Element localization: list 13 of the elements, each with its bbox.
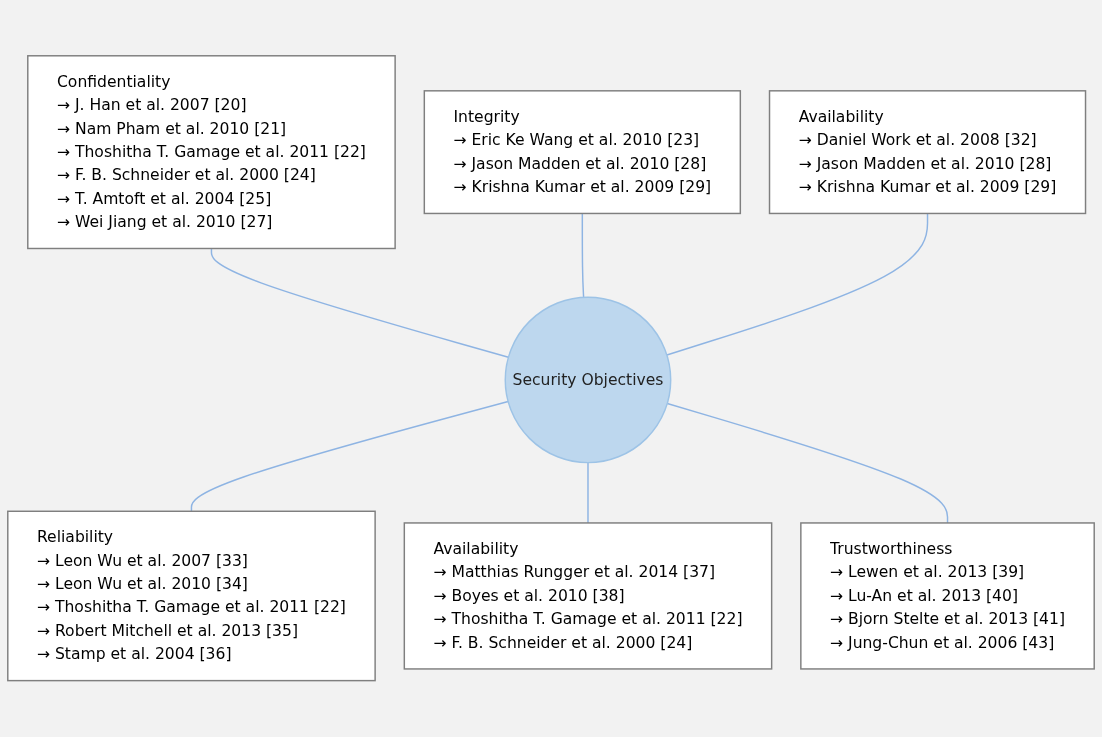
node-box: Reliability → Leon Wu et al. 2007 [33] → Leon Wu et al. 2010 [34] → Thoshitha T. Gamage et al. 2011 [22] → Robert Mitchell et al. 2013 [35] → Stamp et al. 2004 [36] (7, 510, 376, 682)
connector (210, 248, 510, 359)
node-box: Confidentiality → J. Han et al. 2007 [20] → Nam Pham et al. 2010 [21] → Thoshitha T. Gamage et al. 2011 [22] → F. B. Schneider et al. 2000 [24] → T. Amtoft et al. 2004 [25] → Wei Jiang et al. 2010 [27] (27, 55, 396, 250)
connector (666, 213, 929, 357)
connector (587, 462, 589, 524)
node-box: Availability → Daniel Work et al. 2008 [32] → Jason Madden et al. 2010 [28] → Krishna Kumar et al. 2009 [29] (768, 90, 1087, 215)
connector (581, 213, 585, 299)
connector (666, 403, 949, 524)
node-box: Availability → Matthias Rungger et al. 2014 [37] → Boyes et al. 2010 [38] → Thoshitha T. Gamage et al. 2011 [22] → F. B. Schneider et al. 2000 [24] (403, 522, 773, 670)
node-circle: Security Objectives (504, 296, 672, 464)
connector (190, 401, 509, 513)
node-box: Integrity → Eric Ke Wang et al. 2010 [23] → Jason Madden et al. 2010 [28] → Krishna Kumar et al. 2009 [29] (423, 90, 742, 215)
node-box: Trustworthiness → Lewen et al. 2013 [39] → Lu-An et al. 2013 [40] → Bjorn Stelte et al. 2013 [41] → Jung-Chun et al. 2006 [43] (800, 522, 1095, 670)
